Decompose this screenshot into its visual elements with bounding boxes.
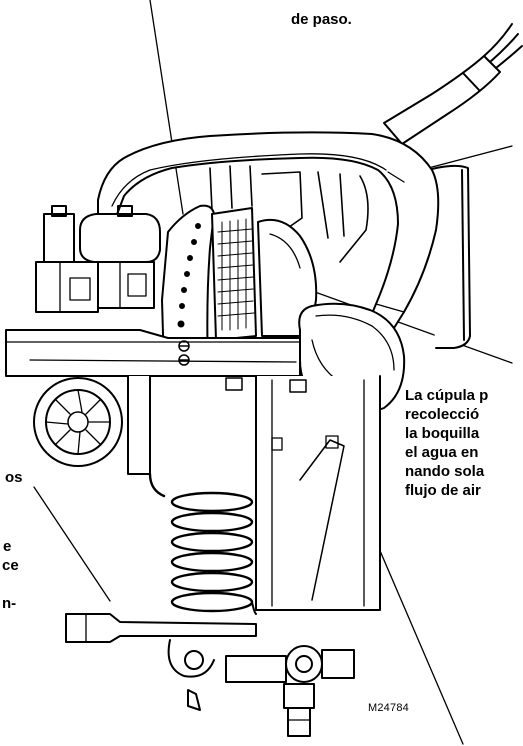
valve-assembly xyxy=(35,205,161,313)
heating-coil xyxy=(148,472,257,615)
lower-chassis xyxy=(127,375,381,611)
label-right-line-1: La cúpula p xyxy=(405,387,489,404)
figure-id: M24784 xyxy=(368,702,409,714)
drain-tube xyxy=(383,23,523,145)
collection-dome xyxy=(257,218,318,337)
base-plate xyxy=(5,329,301,377)
inner-chamber xyxy=(209,165,369,263)
mounting-screws xyxy=(178,340,307,393)
bottom-bracket xyxy=(65,613,355,737)
hood-shell xyxy=(97,131,440,329)
grid-panel xyxy=(211,207,257,341)
label-right-line-5: nando sola xyxy=(405,463,485,480)
label-right-line-3: la boquilla xyxy=(405,425,480,442)
label-left-line-2: e xyxy=(3,538,12,555)
label-right-line-2: recolecció xyxy=(405,406,480,423)
label-top-right-line-1: de paso. xyxy=(291,11,352,28)
label-left-line-4: n- xyxy=(2,595,17,612)
label-right-line-6: flujo de air xyxy=(405,482,481,499)
label-left-line-1: os xyxy=(5,469,23,486)
label-right-line-4: el agua en xyxy=(405,444,479,461)
fan-wheel xyxy=(33,377,123,467)
label-left-line-3: ce xyxy=(2,557,19,574)
